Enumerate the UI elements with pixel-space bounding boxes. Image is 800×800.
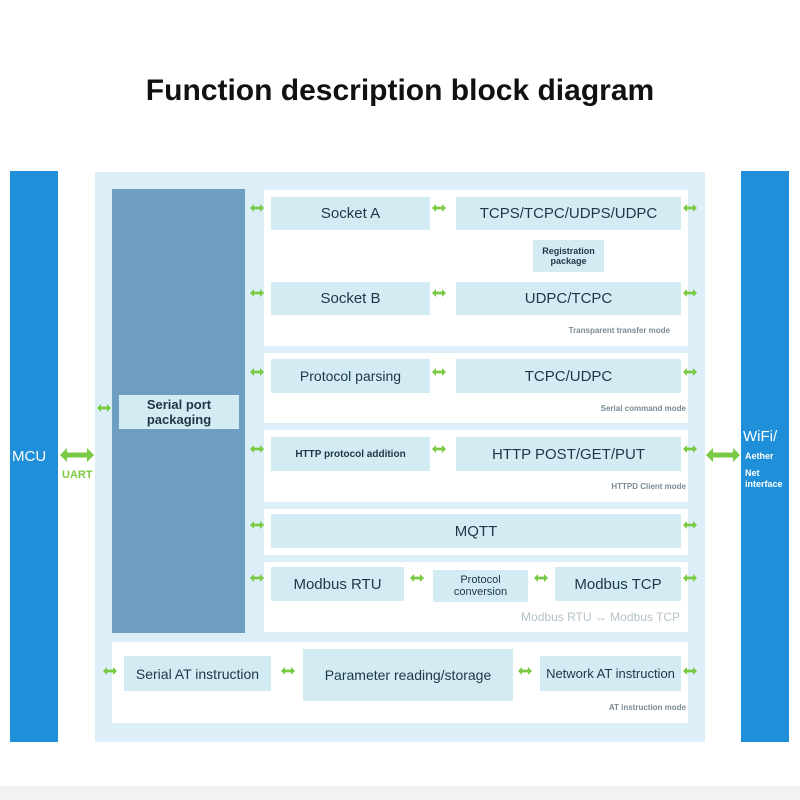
protocol-parsing-box: Protocol parsing xyxy=(271,359,430,393)
bidirectional-arrow-icon xyxy=(432,203,446,213)
bidirectional-arrow-icon xyxy=(534,573,548,583)
bidirectional-arrow-icon xyxy=(97,403,111,413)
bidirectional-arrow-icon xyxy=(250,367,264,377)
at-mode-label: AT instruction mode xyxy=(608,703,686,712)
bidirectional-arrow-icon xyxy=(250,203,264,213)
wifi-label: WiFi/ xyxy=(743,428,778,445)
bidirectional-arrow-icon xyxy=(683,444,697,454)
socket-b-box: Socket B xyxy=(271,282,430,315)
bidirectional-arrow-icon xyxy=(518,666,532,676)
bidirectional-arrow-icon xyxy=(103,666,117,676)
bidirectional-arrow-icon xyxy=(683,520,697,530)
mcu-uart-arrow-icon xyxy=(60,448,94,462)
mqtt-box: MQTT xyxy=(271,514,681,548)
tcps-box: TCPS/TCPC/UDPS/UDPC xyxy=(456,197,681,230)
bidirectional-arrow-icon xyxy=(250,288,264,298)
bidirectional-arrow-icon xyxy=(250,444,264,454)
wifi-bar xyxy=(741,171,789,742)
interface-label: interface xyxy=(745,479,783,489)
modbus-rtu-box: Modbus RTU xyxy=(271,567,404,601)
bidirectional-arrow-icon xyxy=(683,367,697,377)
serial-command-mode-label: Serial command mode xyxy=(600,404,686,413)
aether-label: Aether xyxy=(745,451,774,461)
bidirectional-arrow-icon xyxy=(432,288,446,298)
bidirectional-arrow-icon xyxy=(683,288,697,298)
bottom-band xyxy=(0,786,800,800)
mcu-bar xyxy=(10,171,58,742)
protocol-conversion-box: Protocol conversion xyxy=(433,570,528,602)
bidirectional-arrow-icon xyxy=(250,573,264,583)
bidirectional-arrow-icon xyxy=(683,203,697,213)
tcpc-udpc-box: TCPC/UDPC xyxy=(456,359,681,393)
http-addition-box: HTTP protocol addition xyxy=(271,437,430,471)
bidirectional-arrow-icon xyxy=(683,666,697,676)
net-label: Net xyxy=(745,468,760,478)
bidirectional-arrow-icon xyxy=(432,444,446,454)
wifi-link-arrow-icon xyxy=(706,448,740,462)
bidirectional-arrow-icon xyxy=(432,367,446,377)
bidirectional-arrow-icon xyxy=(683,573,697,583)
mcu-label: MCU xyxy=(12,448,47,465)
parameter-box: Parameter reading/storage xyxy=(303,649,513,701)
registration-box: Registration package xyxy=(533,240,604,272)
network-at-box: Network AT instruction xyxy=(540,656,681,691)
modbus-tcp-box: Modbus TCP xyxy=(555,567,681,601)
udpc-tcpc-box: UDPC/TCPC xyxy=(456,282,681,315)
bidirectional-arrow-icon xyxy=(410,573,424,583)
bidirectional-arrow-icon xyxy=(250,520,264,530)
uart-label: UART xyxy=(62,469,93,481)
serial-packaging-box: Serial port packaging xyxy=(119,395,239,429)
http-methods-box: HTTP POST/GET/PUT xyxy=(456,437,681,471)
modbus-mode-label: Modbus RTU ↔ Modbus TCP xyxy=(521,610,680,624)
transparent-mode-label: Transparent transfer mode xyxy=(568,326,670,335)
serial-at-box: Serial AT instruction xyxy=(124,656,271,691)
diagram-title: Function description block diagram xyxy=(145,74,655,107)
bidirectional-arrow-icon xyxy=(281,666,295,676)
httpd-mode-label: HTTPD Client mode xyxy=(611,482,686,491)
socket-a-box: Socket A xyxy=(271,197,430,230)
